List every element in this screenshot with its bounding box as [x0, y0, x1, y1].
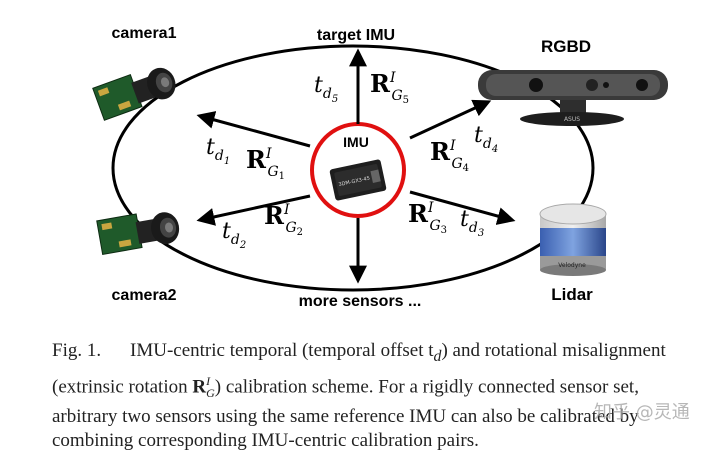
imu-device-image: 3DM-GX3-45: [329, 159, 387, 201]
sensor-ring-ellipse: [111, 44, 595, 292]
caption-figure-label: Fig. 1.: [52, 340, 102, 361]
watermark: 知乎 @灵通: [594, 402, 690, 423]
arrow-lidar: [409, 190, 516, 225]
arrow-camera2: [196, 194, 311, 226]
caption-line-4: combining corresponding IMU-centric cali…: [52, 429, 479, 451]
figure-caption: Fig. 1.IMU-centric temporal (temporal of…: [52, 339, 712, 453]
rgbd-image: ASUS: [478, 70, 668, 126]
imu-hub-label: IMU: [343, 134, 369, 150]
caption-rotation-symbol: R: [192, 376, 207, 398]
calibration-scheme-figure: target IMU camera1 camera2 RGBD Lidar mo…: [92, 25, 668, 310]
lidar-brand-text: Velodyne: [558, 262, 586, 269]
more-sensors-label: more sensors ...: [299, 293, 422, 310]
caption-line-2: (extrinsic rotation RIG) calibration sch…: [52, 373, 639, 400]
camera1-image: [92, 67, 176, 121]
rgbd-brand-text: ASUS: [564, 116, 580, 123]
svg-text:td4: td4: [474, 123, 498, 155]
camera1-label: camera1: [112, 25, 177, 42]
camera2-image: [96, 212, 180, 255]
rgbd-label: RGBD: [541, 37, 591, 56]
lidar-image: Velodyne: [539, 203, 607, 276]
caption-line-1: Fig. 1.IMU-centric temporal (temporal of…: [52, 340, 666, 365]
caption-line-3: arbitrary two sensors using the same ref…: [52, 405, 639, 427]
svg-text:td5: td5: [314, 73, 338, 105]
svg-text:td1: td1: [206, 135, 230, 167]
svg-text:td2: td2: [222, 219, 246, 251]
arrow-rgbd: [409, 99, 492, 140]
target-imu-label: target IMU: [317, 27, 395, 44]
camera2-label: camera2: [112, 287, 177, 304]
imu-hub: IMU 3DM-GX3-45: [310, 122, 406, 218]
arrow-camera1: [196, 111, 311, 148]
lidar-label: Lidar: [551, 285, 593, 304]
